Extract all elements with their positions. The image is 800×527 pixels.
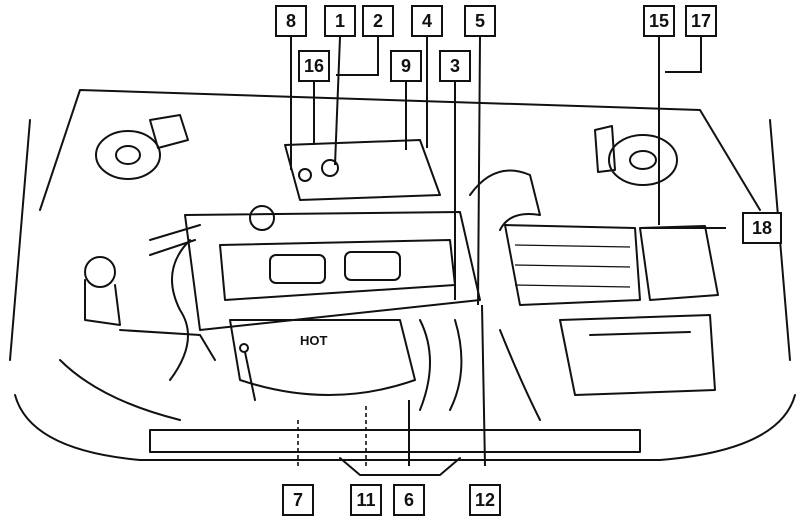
valve-cover <box>184 211 481 331</box>
right-strut-tower <box>608 134 678 186</box>
air-cleaner <box>504 224 641 306</box>
intake-duct <box>469 169 541 231</box>
callout-5: 5 <box>464 5 496 37</box>
callout-6: 6 <box>393 484 425 516</box>
callout-2: 2 <box>362 5 394 37</box>
front-crossmember <box>149 429 641 453</box>
body-outline <box>14 394 796 461</box>
battery-tray <box>559 314 716 396</box>
callout-16: 16 <box>298 50 330 82</box>
dipstick <box>244 351 256 401</box>
left-strut-tower <box>95 130 161 180</box>
callout-3: 3 <box>439 50 471 82</box>
power-steering-reservoir <box>84 256 116 288</box>
brake-reservoir <box>149 114 189 149</box>
callout-17: 17 <box>685 5 717 37</box>
callout-11: 11 <box>350 484 382 516</box>
callout-12: 12 <box>469 484 501 516</box>
callout-15: 15 <box>643 5 675 37</box>
callout-4: 4 <box>411 5 443 37</box>
intake-plenum <box>284 139 441 201</box>
callout-1: 1 <box>324 5 356 37</box>
exhaust-heat-shield <box>229 319 416 396</box>
callout-7: 7 <box>282 484 314 516</box>
callout-8: 8 <box>275 5 307 37</box>
hot-label: HOT <box>300 333 328 348</box>
hood-outline <box>39 89 761 211</box>
relay-box <box>639 225 719 301</box>
callout-18: 18 <box>742 212 782 244</box>
callout-9: 9 <box>390 50 422 82</box>
